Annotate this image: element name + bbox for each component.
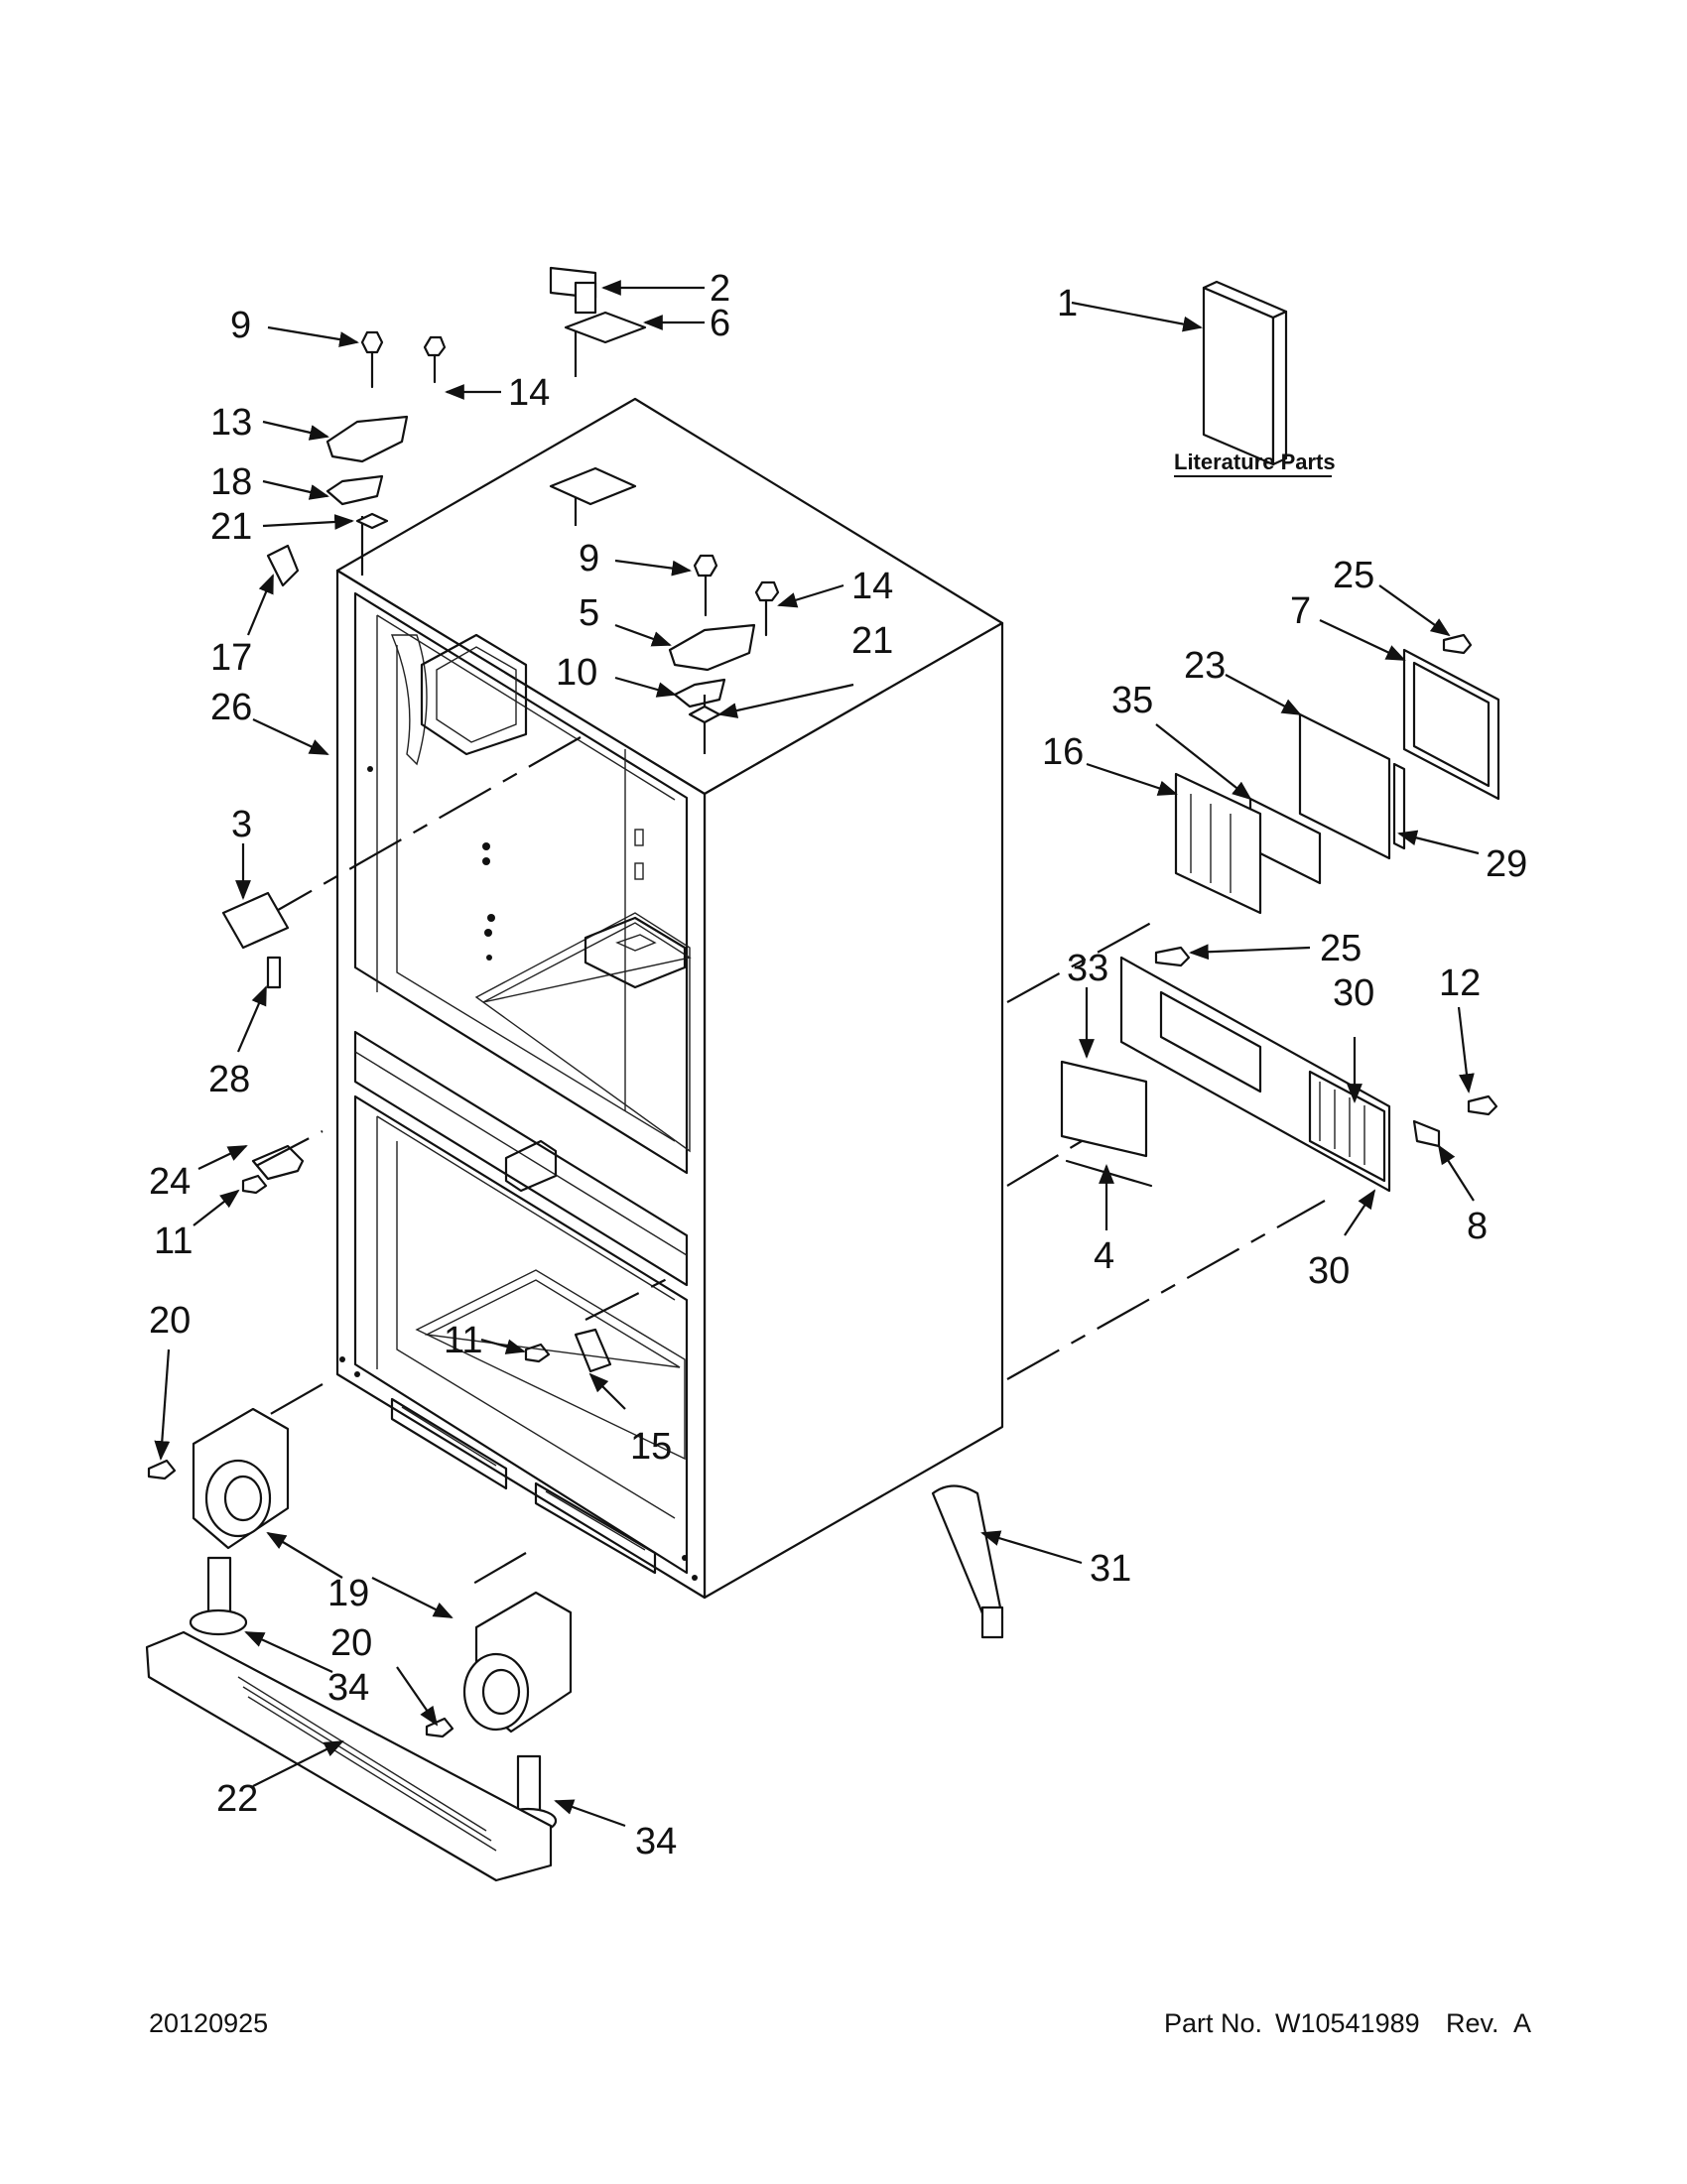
callout-5: 5 (579, 592, 599, 634)
callout-14: 14 (851, 566, 893, 607)
callout-1: 1 (1057, 283, 1078, 324)
callout-21: 21 (210, 506, 252, 548)
callout-34: 34 (327, 1667, 369, 1709)
callout-22: 22 (216, 1778, 258, 1820)
callout-leaders (154, 280, 1480, 1828)
callout-11: 11 (444, 1320, 482, 1361)
callout-16: 16 (1042, 731, 1084, 773)
callout-18: 18 (210, 461, 252, 503)
callout-35: 35 (1111, 680, 1153, 721)
callout-3: 3 (231, 804, 252, 845)
lower-hardware-parts (221, 891, 1004, 1639)
callout-24: 24 (149, 1161, 191, 1203)
rear-cover-parts (1060, 633, 1500, 1193)
callout-31: 31 (1090, 1548, 1131, 1590)
callout-11: 11 (154, 1220, 193, 1262)
callout-20: 20 (330, 1622, 372, 1664)
top-hinge-parts (266, 266, 780, 724)
callout-2: 2 (710, 268, 730, 310)
callout-15: 15 (630, 1426, 672, 1468)
callout-7: 7 (1290, 590, 1311, 632)
callout-19: 19 (327, 1573, 369, 1614)
literature-parts-label: Literature Parts (1174, 450, 1336, 474)
callout-33: 33 (1067, 948, 1108, 989)
revision-value: A (1513, 2008, 1531, 2038)
callout-25: 25 (1333, 555, 1374, 596)
callout-26: 26 (210, 687, 252, 728)
callout-21: 21 (851, 620, 893, 662)
callout-4: 4 (1094, 1235, 1114, 1277)
callout-17: 17 (210, 637, 252, 679)
part-number: W10541989 (1275, 2008, 1420, 2038)
callout-34: 34 (635, 1821, 677, 1863)
callout-25: 25 (1320, 928, 1362, 969)
callout-12: 12 (1439, 963, 1481, 1004)
callout-30: 30 (1333, 972, 1374, 1014)
footer: 20120925 Part No. W10541989 Rev. A (149, 2008, 1531, 2038)
callout-10: 10 (556, 652, 597, 694)
callout-13: 13 (210, 402, 252, 444)
callout-28: 28 (208, 1059, 250, 1100)
callout-8: 8 (1467, 1206, 1488, 1247)
refrigerator-cabinet (335, 397, 1004, 1600)
callout-labels: 1 2 6 9 14 13 18 21 17 26 9 14 5 10 21 2… (149, 268, 1527, 1863)
callout-20: 20 (149, 1300, 191, 1342)
callout-29: 29 (1486, 843, 1527, 885)
callout-9: 9 (579, 538, 599, 579)
callout-9: 9 (230, 305, 251, 346)
callout-30: 30 (1308, 1250, 1350, 1292)
literature-parts-booklet: Literature Parts (1174, 280, 1336, 477)
callout-14: 14 (508, 372, 550, 414)
part-number-label: Part No. (1164, 2008, 1262, 2038)
date-code: 20120925 (149, 2008, 268, 2038)
revision-label: Rev. (1446, 2008, 1499, 2038)
callout-6: 6 (710, 303, 730, 344)
callout-23: 23 (1184, 645, 1226, 687)
leveling-rollers-and-grille (145, 1407, 573, 1882)
